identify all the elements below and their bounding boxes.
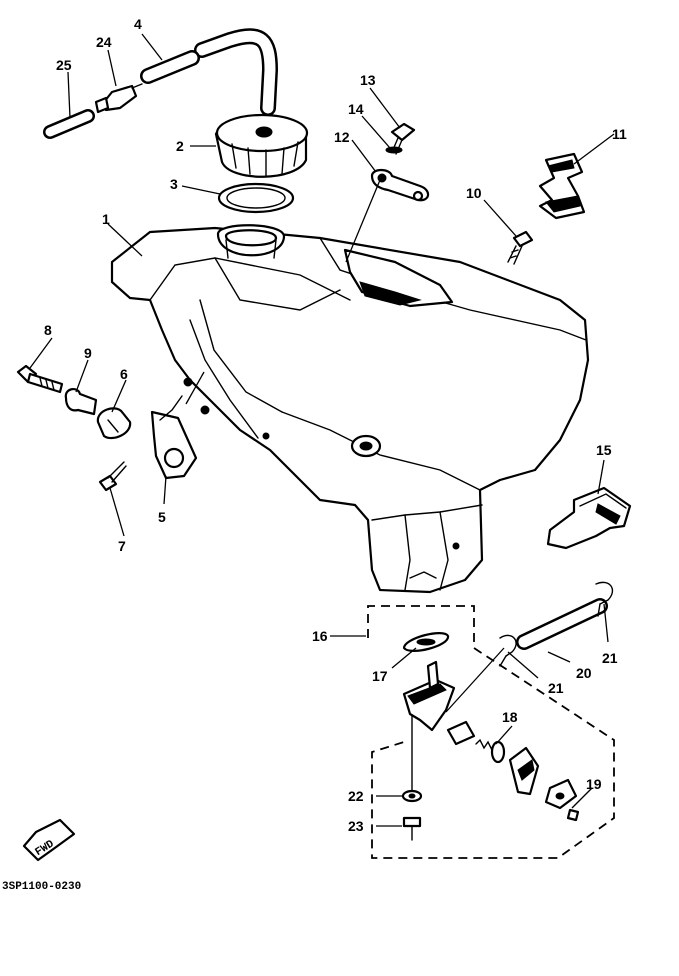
fuel-cock-gasket	[402, 631, 450, 653]
callout-17: 17	[372, 668, 388, 684]
callout-21-upper: 21	[602, 650, 618, 666]
tank-screw	[507, 230, 534, 265]
fuel-cock-assembly	[367, 605, 615, 859]
callout-9: 9	[84, 345, 92, 361]
callout-3: 3	[170, 176, 178, 192]
mounting-stay	[370, 168, 430, 202]
drain-screw	[402, 816, 422, 841]
callout-1: 1	[102, 211, 110, 227]
callout-14: 14	[348, 101, 364, 117]
callout-8: 8	[44, 322, 52, 338]
callout-7: 7	[118, 538, 126, 554]
cap-seal	[217, 182, 295, 214]
callout-23: 23	[348, 818, 364, 834]
callout-6: 6	[120, 366, 128, 382]
callout-22: 22	[348, 788, 364, 804]
fuel-tank	[110, 224, 590, 594]
callout-10: 10	[466, 185, 482, 201]
forward-arrow: FWD	[22, 818, 76, 862]
callout-19: 19	[586, 776, 602, 792]
cock-lever	[508, 746, 540, 796]
callout-18: 18	[502, 709, 518, 725]
fuel-cap	[214, 113, 309, 178]
plate-screw	[566, 808, 580, 822]
hose-clip-lower	[499, 634, 517, 667]
drain-washer	[401, 789, 423, 803]
rear-clamp	[546, 486, 632, 550]
cock-spring	[475, 738, 493, 751]
callout-11: 11	[612, 126, 627, 142]
mounting-bolt	[16, 364, 64, 394]
fuel-tank-clamp	[538, 152, 586, 220]
side-bracket	[150, 395, 198, 480]
cock-cap	[446, 720, 476, 746]
callout-15: 15	[596, 442, 612, 458]
breather-valve	[94, 83, 143, 114]
breather-pipe	[43, 109, 95, 139]
callout-25: 25	[56, 57, 72, 73]
hose-clip-upper	[595, 581, 614, 617]
fuel-cock-body	[402, 660, 456, 801]
callout-2: 2	[176, 138, 184, 154]
callout-13: 13	[360, 72, 376, 88]
leader-lines	[29, 33, 615, 827]
bolt-collar	[64, 388, 98, 416]
breather-hose	[140, 28, 279, 116]
callout-labels: 1 2 3 4 5 6 7 8 9 10 11 12 13 14 15 16 1…	[44, 16, 627, 834]
cock-plate	[544, 778, 578, 810]
cock-o-ring	[490, 740, 506, 764]
callout-5: 5	[158, 509, 166, 525]
callout-4: 4	[134, 16, 142, 32]
stay-washer	[385, 146, 403, 154]
bracket-screw	[98, 461, 127, 492]
damper	[96, 407, 132, 440]
callout-12: 12	[334, 129, 350, 145]
callout-20: 20	[576, 665, 592, 681]
callout-16: 16	[312, 628, 328, 644]
callout-21-lower: 21	[548, 680, 564, 696]
diagram-code: 3SP1100-0230	[2, 881, 81, 893]
callout-24: 24	[96, 34, 112, 50]
fuel-pipe	[516, 598, 608, 650]
